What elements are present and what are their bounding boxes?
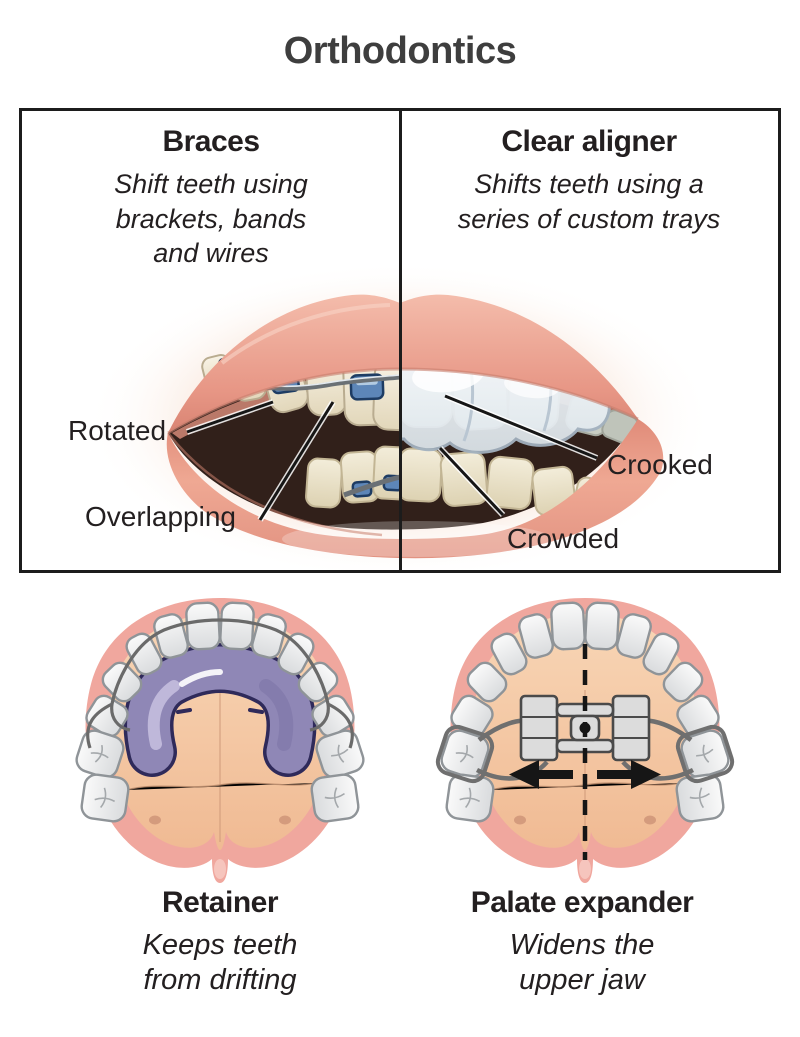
expand-left-arrow-icon [509,760,573,789]
panel-divider [398,111,402,570]
overlapping-label: Overlapping [85,501,236,532]
lower-lip [166,419,664,559]
palate-expander-heading: Palate expander [470,886,694,919]
palate-expander-description: Widens the upper jaw [509,929,655,996]
retainer-plate [123,642,317,777]
braces-header: Braces Shift teeth using brackets, bands… [22,125,400,271]
expand-right-arrow-icon [597,760,661,789]
retainer-caption: Retainer Keeps teeth from drifting [60,886,380,998]
upper-lip [168,294,638,433]
retainer-description: Keeps teeth from drifting [142,929,298,996]
leader-lines [186,393,599,522]
retainer-wire [86,618,354,749]
rotated-leader-line [186,400,274,434]
page-title: Orthodontics [283,30,517,72]
clear-aligner-header: Clear aligner Shifts teeth using a serie… [400,125,778,236]
crowded-leader-line [438,446,505,517]
overlapping-leader-line [258,401,335,521]
crooked-label: Crooked [607,449,713,480]
mouth-illustration [85,261,715,570]
retainer-heading: Retainer [161,886,279,919]
palate-expander-caption: Palate expander Widens the upper jaw [422,886,742,998]
crooked-leader-line [444,394,598,460]
crowded-label: Crowded [507,523,620,554]
rotated-label: Rotated [68,415,167,446]
braces-heading: Braces [162,125,260,158]
braces-description: Shift teeth using brackets, bands and wi… [114,169,308,269]
clear-aligner-description: Shifts teeth using a series of custom tr… [457,169,721,234]
comparison-panel: Braces Shift teeth using brackets, bands… [19,108,781,573]
palate-expander-figure [435,597,735,884]
clear-aligner-heading: Clear aligner [501,125,677,158]
retainer-figure [72,597,368,884]
